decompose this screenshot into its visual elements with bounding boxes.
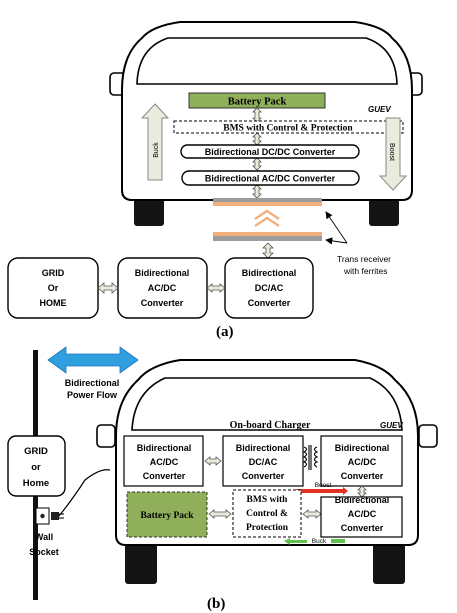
trans-receiver-label-1: Trans receiver xyxy=(337,254,391,264)
conv-dcac-2: DC/AC xyxy=(249,457,278,467)
boost-arrow-b xyxy=(296,487,348,495)
transformer-icon xyxy=(302,445,319,470)
acdc-label: Bidirectional AC/DC Converter xyxy=(205,174,336,184)
conv2-label-2: DC/AC xyxy=(255,283,284,293)
transmitter-plate-gray xyxy=(213,236,322,241)
buck-arrow xyxy=(140,103,170,181)
conv-acdc-right-1: Bidirectional xyxy=(335,443,390,453)
ac-dc-converter-box-b-right xyxy=(320,435,403,487)
plug-icon xyxy=(51,512,59,520)
right-mirror-b xyxy=(418,424,438,448)
wireless-chevron-2 xyxy=(254,216,280,227)
arrow-grid-conv1 xyxy=(97,282,119,294)
dcdc-label: Bidirectional DC/DC Converter xyxy=(205,147,336,157)
conv-acdc-lower-3: Converter xyxy=(341,523,384,533)
grid-label-b-2: or xyxy=(31,462,41,473)
boost-arrow xyxy=(378,117,408,191)
guev-label-b: GUEV xyxy=(380,421,403,430)
ac-dc-converter-box-b-lower xyxy=(320,496,403,538)
arrow-dcdc-acdc xyxy=(252,157,262,171)
trans-pointer-2 xyxy=(325,237,348,245)
boost-label-b: Boost xyxy=(315,482,332,489)
arrow-acdc-dcac-b xyxy=(204,456,222,466)
right-wheel-b xyxy=(373,540,405,584)
receiver-ferrite xyxy=(213,202,322,206)
buck-bar-b xyxy=(331,539,345,543)
wireless-chevron-1 xyxy=(254,209,280,220)
bms-label-b-3: Protection xyxy=(246,523,289,533)
socket-label-1: Wall xyxy=(35,532,53,542)
caption-b: (b) xyxy=(207,596,225,612)
figure-b: Bidirectional Power Flow GRID or Home Wa… xyxy=(7,346,438,612)
boost-label-a: Boost xyxy=(388,143,395,161)
socket-hole-icon xyxy=(40,513,45,519)
figure-a: Battery Pack GUEV BMS with Control & Pro… xyxy=(7,21,423,340)
grid-label-a-1: GRID xyxy=(42,268,65,278)
arrow-conv1-conv2 xyxy=(206,283,226,293)
conv-acdc-left-2: AC/DC xyxy=(150,457,179,467)
bms-label-b-1: BMS with xyxy=(247,495,289,505)
buck-label-b: Buck xyxy=(312,538,327,545)
conv-acdc-right-2: AC/DC xyxy=(348,457,377,467)
grid-label-a-2: Or xyxy=(48,283,59,293)
arrow-plate-converter xyxy=(262,242,274,259)
conv1-label-1: Bidirectional xyxy=(135,268,190,278)
bms-label-b-2: Control & xyxy=(246,509,288,519)
conv2-label-3: Converter xyxy=(248,298,291,308)
arrow-battery-bms-b xyxy=(208,509,232,519)
conv-acdc-lower-2: AC/DC xyxy=(348,509,377,519)
buck-arrow-b xyxy=(284,538,307,545)
conv-dcac-1: Bidirectional xyxy=(236,443,291,453)
left-wheel-b xyxy=(125,540,157,584)
grid-label-a-3: HOME xyxy=(40,298,67,308)
socket-label-2: Socket xyxy=(29,547,59,557)
trans-pointer-1 xyxy=(325,211,348,244)
conv1-label-3: Converter xyxy=(141,298,184,308)
bms-label: BMS with Control & Protection xyxy=(223,124,353,134)
bms-box-b xyxy=(232,489,302,538)
power-flow-label-1: Bidirectional xyxy=(65,378,120,388)
windshield xyxy=(136,37,398,85)
conv-dcac-3: Converter xyxy=(242,471,285,481)
onboard-charger-label: On-board Charger xyxy=(230,420,311,431)
conv1-label-2: AC/DC xyxy=(148,283,177,293)
charging-cable xyxy=(58,469,111,517)
grid-label-b-1: GRID xyxy=(24,446,48,457)
transmitter-ferrite xyxy=(213,232,322,236)
battery-pack-box-b xyxy=(126,491,208,538)
dc-ac-converter-box-b xyxy=(222,435,304,487)
caption-a: (a) xyxy=(216,324,234,340)
bms-box xyxy=(173,120,404,134)
conv-acdc-left-3: Converter xyxy=(143,471,186,481)
conv2-label-1: Bidirectional xyxy=(242,268,297,278)
left-mirror-b xyxy=(96,424,116,448)
ac-dc-converter-box-b-left xyxy=(123,435,204,487)
conv-acdc-right-3: Converter xyxy=(341,471,384,481)
dcdc-box xyxy=(180,144,360,159)
windshield-b xyxy=(131,377,403,431)
grid-home-box-b xyxy=(7,435,66,497)
power-flow-arrow xyxy=(47,346,139,374)
battery-pack-label: Battery Pack xyxy=(228,97,287,108)
grid-label-b-3: Home xyxy=(23,478,49,489)
buck-label-a: Buck xyxy=(153,142,160,158)
battery-pack-label-b: Battery Pack xyxy=(140,511,194,521)
receiver-plate-gray xyxy=(213,198,322,202)
trans-receiver-label-2: with ferrites xyxy=(343,266,387,276)
conv-acdc-left-1: Bidirectional xyxy=(137,443,192,453)
guev-label-a: GUEV xyxy=(368,105,391,114)
conv-acdc-lower-1: Bidirectional xyxy=(335,495,390,505)
acdc-box xyxy=(181,170,360,186)
power-flow-label-2: Power Flow xyxy=(67,390,118,400)
